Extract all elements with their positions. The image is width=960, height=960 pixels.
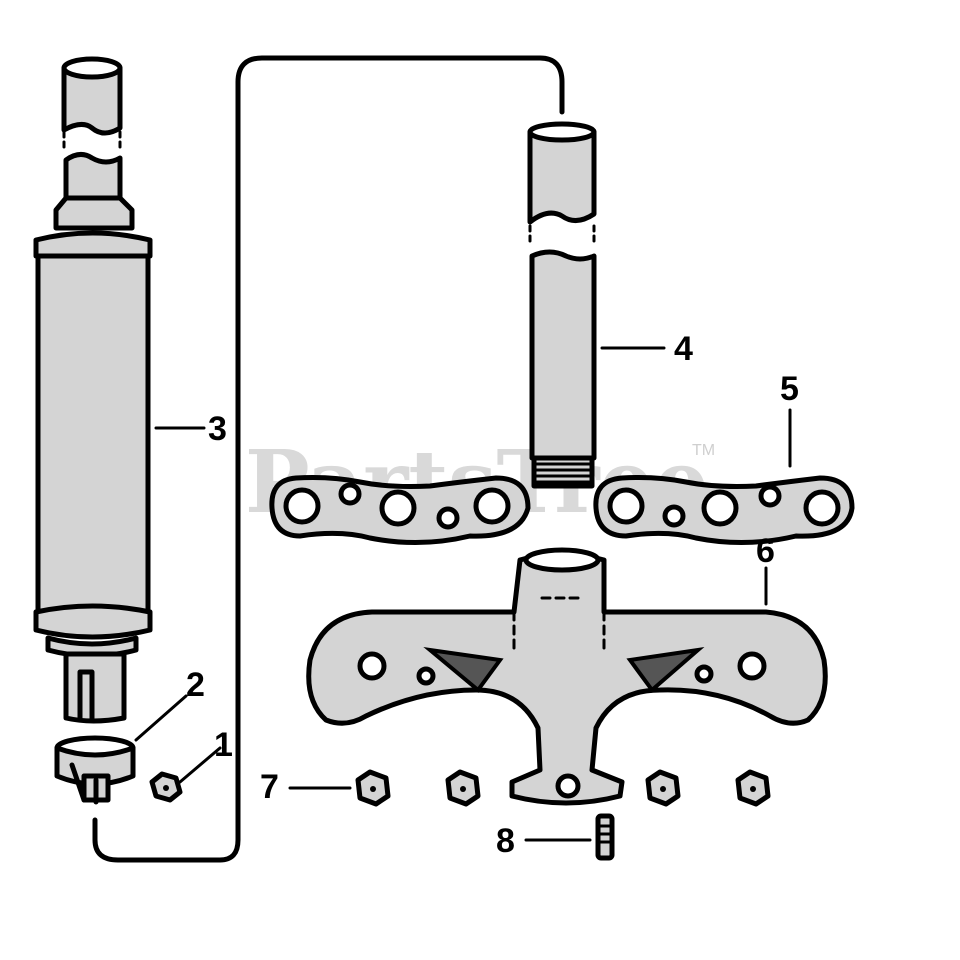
gasket-left-part[interactable]	[269, 475, 531, 546]
callout-8: 8	[496, 822, 515, 860]
callout-7: 7	[260, 768, 279, 806]
nut-part-7a[interactable]	[355, 769, 391, 807]
manifold-part[interactable]	[306, 547, 828, 806]
callout-4: 4	[674, 330, 693, 368]
nut-part-7b[interactable]	[445, 769, 481, 807]
nut-part-7d[interactable]	[735, 769, 771, 807]
nut-part-7c[interactable]	[645, 769, 681, 807]
callout-5: 5	[780, 370, 799, 408]
watermark-trademark: TM	[692, 442, 715, 459]
gasket-right-part[interactable]	[593, 475, 855, 546]
leader-line-1	[178, 746, 222, 784]
stud-part[interactable]	[595, 813, 615, 861]
exhaust-pipe-part[interactable]	[527, 121, 597, 489]
callout-1: 1	[214, 726, 233, 764]
nut-part-1[interactable]	[149, 771, 183, 803]
leader-line-2	[134, 694, 188, 742]
clamp-part[interactable]	[54, 735, 136, 805]
muffler-part[interactable]	[33, 56, 153, 724]
callout-3: 3	[208, 410, 227, 448]
callout-2: 2	[186, 666, 205, 704]
callout-6: 6	[756, 532, 775, 570]
connector-line	[92, 55, 565, 863]
